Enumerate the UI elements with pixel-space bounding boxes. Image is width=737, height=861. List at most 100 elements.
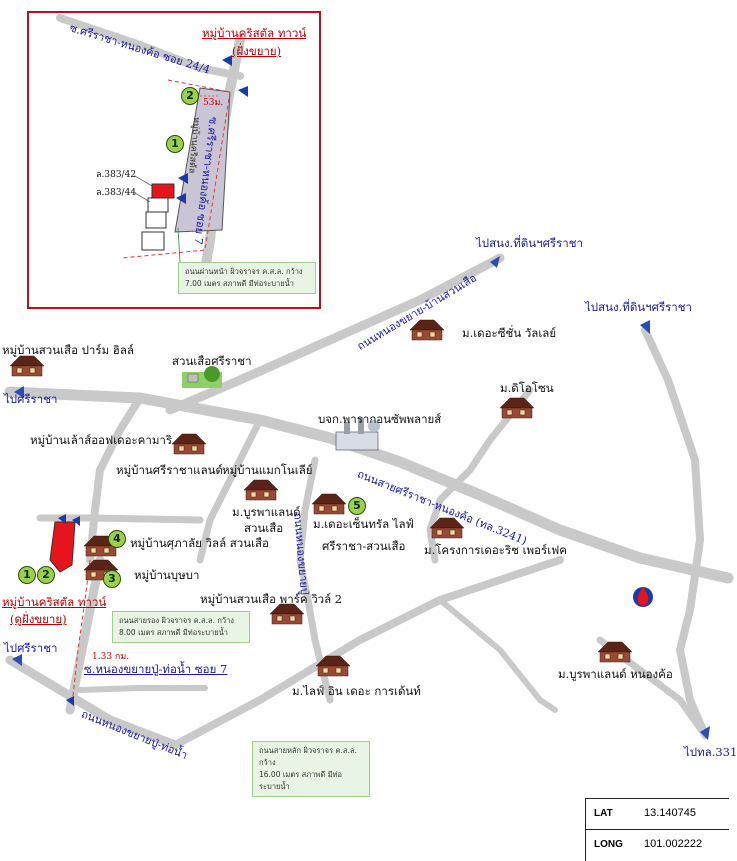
inset-plot-b (145, 211, 167, 229)
inset-village-block (174, 87, 231, 233)
road-west-branch (86, 394, 144, 564)
long-key: LONG (594, 839, 623, 850)
label-to-sriracha-1: ไปศรีราชา (4, 392, 58, 406)
arrow-to-land-2 (640, 320, 650, 334)
badge-5-main: 5 (348, 497, 366, 515)
road-to-rich (426, 386, 534, 564)
house-icon-central-life (311, 493, 347, 515)
note-bottom-line2: 16.00 เมตร สภาพดี มีท่อระบายน้ำ (259, 770, 342, 791)
badge-1-main: 1 (18, 566, 36, 584)
label-suanseua-palm-hill: หมู่บ้านสวนเสือ ปาร์ม ฮิลล์ (2, 343, 134, 357)
inset-plot-c (141, 231, 165, 251)
coordinate-box: LAT 13.140745 LONG 101.002222 (585, 798, 729, 861)
label-suanseua-park-ville: หมู่บ้านสวนเสือ พาร์ค วิวล์ 2 (200, 592, 343, 606)
label-crystal-town-sub: (ดูฝั่งขยาย) (10, 612, 67, 626)
inset-note-line2: 7.00 เมตร สภาพดี มีท่อระบายน้ำ (185, 279, 294, 288)
inset-note-box: ถนนผ่านหน้า ผิวจราจร ค.ส.ล. กว้าง 7.00 เ… (178, 262, 316, 294)
flag-crystal-2 (72, 516, 80, 526)
inset-plot-label-1: ล.383/42 (96, 170, 137, 180)
label-crystal-town: หมู่บ้านคริสตัล ทาวน์ (2, 595, 107, 609)
badge-2-inset: 2 (181, 87, 199, 105)
label-vision-valley: ม.เดอะซีชั่น วัลเลย์ (462, 326, 557, 340)
note-mid-line2: 8.00 เมตร สภาพดี มีท่อระบายน้ำ (119, 628, 228, 637)
road-to-land-office (165, 253, 505, 415)
road-bottom-diagonal (171, 556, 564, 749)
house-icon-vision-valley (409, 319, 445, 341)
label-leo-golf: หมู่บ้านเล้าส์ออฟเดอะคามาริ (30, 433, 173, 447)
road-mid-vertical (296, 456, 334, 704)
lat-key: LAT (594, 808, 613, 819)
note-mid-line1: ถนนสายรอง ผิวจราจร ค.ส.ล. กว้าง (119, 616, 234, 625)
inset-leader-1 (134, 175, 153, 187)
badge-1-inset: 1 (166, 135, 184, 153)
label-distance-main: 1.33 กม. (92, 652, 130, 662)
flag-crystal-1 (58, 514, 66, 524)
inset-plot-red (151, 183, 175, 199)
inset-flag-2 (238, 86, 248, 97)
house-icon-dio-chon (499, 397, 535, 419)
arrow-to-land-1 (490, 256, 500, 268)
house-icon-burapa-nongkho (597, 641, 633, 663)
note-bottom-line1: ถนนสายหลัก ผิวจราจร ค.ส.ล. กว้าง (259, 746, 357, 767)
inset-leader-2 (134, 192, 151, 203)
inset-note-line1: ถนนผ่านหน้า ผิวจราจร ค.ส.ล. กว้าง (185, 267, 303, 276)
note-box-mid: ถนนสายรอง ผิวจราจร ค.ส.ล. กว้าง 8.00 เมต… (112, 611, 250, 643)
inset-subtitle: (ฝั่งขยาย) (232, 44, 282, 58)
road-soi7 (77, 685, 208, 693)
road-southeast-branch (437, 597, 558, 713)
label-suanseua-sriracha: สวนเสือศรีราชา (172, 354, 252, 368)
inset-plot-label-2: ล.383/44 (96, 188, 137, 198)
road-bottom-left (5, 655, 180, 750)
house-icon-burapa-suanseua (243, 479, 279, 501)
road-right-vertical (641, 326, 709, 739)
label-to-331: ไปทล.331 (684, 745, 737, 759)
house-icon-park-ville (269, 603, 305, 625)
inset-road-top (56, 14, 244, 80)
lat-value: 13.140745 (644, 807, 696, 819)
note-box-bottom: ถนนสายหลัก ผิวจราจร ค.ส.ล. กว้าง 16.00 เ… (252, 741, 370, 797)
label-burapa-land-suanseua-1: ม.บูรพาแลนด์ (232, 505, 301, 519)
park-icon (182, 366, 222, 388)
flag-soi7 (66, 696, 74, 706)
badge-3-main: 3 (103, 570, 121, 588)
house-icon-the-rich (429, 517, 465, 539)
label-to-land-office-1: ไปสนง.ที่ดินฯศรีราชา (476, 236, 583, 250)
label-the-rich: ม.โครงการเดอะริช เพอร์เฟค (424, 543, 567, 557)
badge-2-main: 2 (37, 566, 55, 584)
arrow-to-331 (700, 726, 710, 740)
factory-icon (335, 418, 380, 451)
long-value: 101.002222 (644, 838, 703, 850)
arrow-to-sriracha-1 (14, 386, 24, 398)
house-icon-palm-hill (9, 355, 45, 377)
inset-flag-4 (176, 193, 186, 204)
inset-plot-a (147, 197, 169, 213)
gas-station-icon (633, 587, 653, 607)
house-icon-life-garden (315, 655, 351, 677)
inset-flag-1 (222, 55, 232, 66)
coord-row-lat: LAT 13.140745 (586, 799, 729, 830)
label-burapa-land-suanseua-2: สวนเสือ (244, 521, 284, 535)
label-life-in-garden: ม.ไลฟ์ อิน เดอะ การเด้นท์ (292, 684, 421, 698)
label-magnolia: หมู่บ้านแมกโนเลีย์ (222, 463, 313, 477)
inset-note-leader (177, 227, 181, 263)
label-bjk-company: บจก.พารากอนซัพพลายส์ (318, 412, 442, 426)
inset-dashed-outline (121, 79, 231, 259)
arrow-to-sriracha-2 (12, 654, 22, 666)
label-soi7: ซ.หนองขยายปู่-ท่อน้ำ ซอย 7 (84, 662, 228, 676)
label-supalai-ville: หมู่บ้านศุภาลัย วิลล์ สวนเสือ (130, 536, 269, 550)
badge-4-main: 4 (108, 530, 126, 548)
house-icon-sriracha-land (171, 433, 207, 455)
label-burapa-land-nongkho: ม.บูรพาแลนด์ หนองค้อ (558, 667, 673, 681)
inset-distance: 53ม. (203, 98, 224, 108)
label-to-land-office-2: ไปสนง.ที่ดินฯศรีราชา (585, 300, 692, 314)
label-central-life-2: ศรีราชา-สวนเสือ (322, 539, 406, 553)
road-lau-golf (196, 416, 264, 564)
house-icon-boonya (83, 559, 119, 581)
crystal-dashed-line (71, 559, 91, 706)
label-sriracha-land: หมู่บ้านศรีราชาแลนด์ (116, 463, 223, 477)
label-dio-chon: ม.ดิโอโซน (500, 381, 554, 395)
label-boonya: หมู่บ้านบุษบา (134, 568, 200, 582)
label-to-sriracha-2: ไปศรีราชา (4, 641, 58, 655)
inset-flag-3 (178, 173, 188, 184)
